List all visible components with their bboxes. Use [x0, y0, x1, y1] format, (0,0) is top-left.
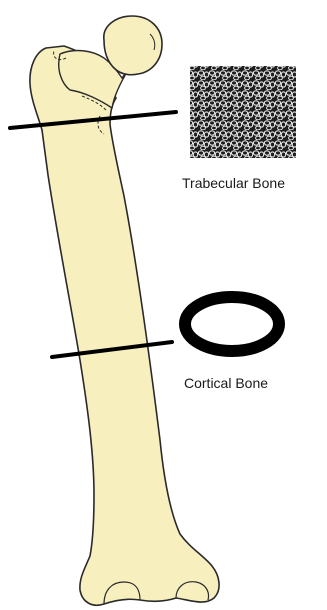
femur-head	[104, 16, 162, 75]
trabecular-bone-label: Trabecular Bone	[182, 176, 285, 190]
cortical-ring-icon	[185, 297, 279, 351]
trabecular-texture-icon	[190, 66, 296, 158]
cortical-bone-label: Cortical Bone	[184, 376, 268, 390]
